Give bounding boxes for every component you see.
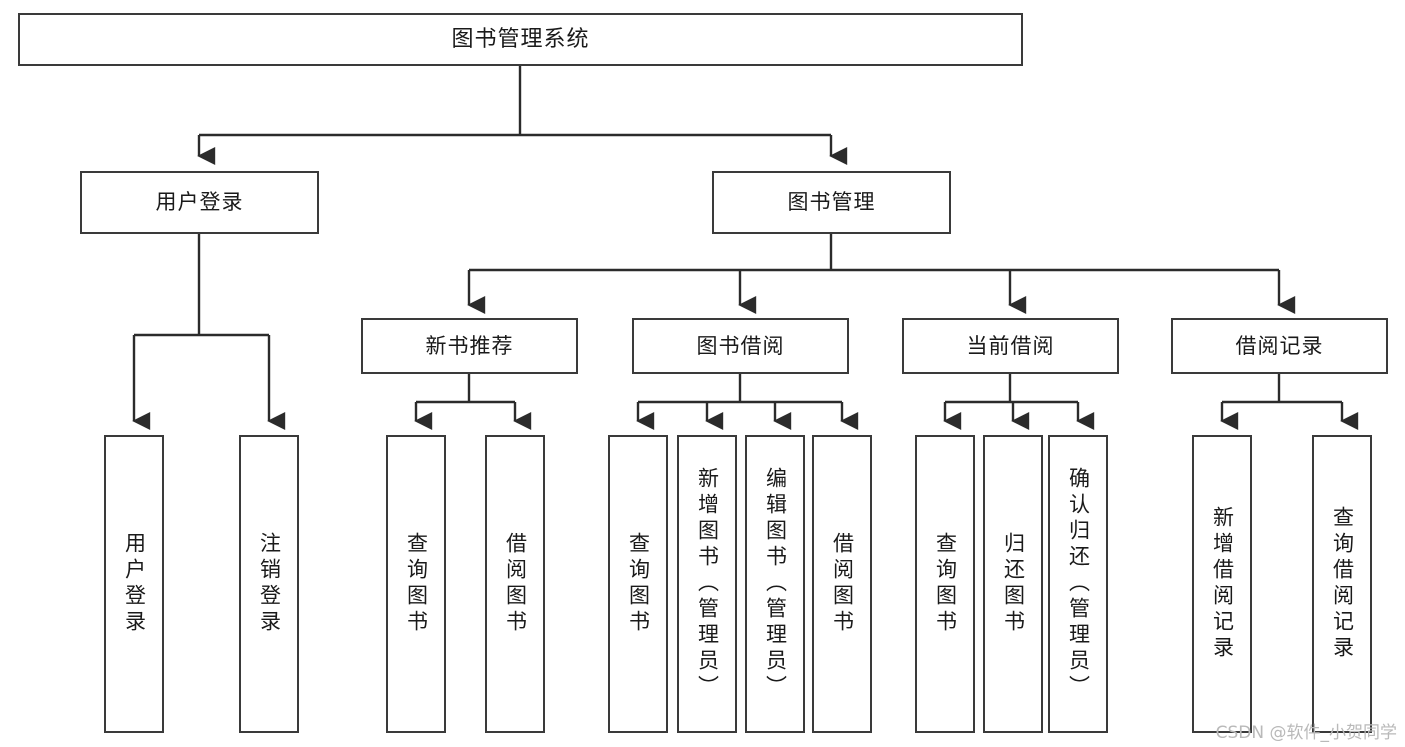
node-borrow-record[interactable]: 借阅记录 [1171,318,1388,374]
leaf-current-query-book[interactable]: 查询图书 [915,435,975,733]
node-label: 图书管理系统 [451,26,590,52]
node-label: 新书推荐 [425,333,514,358]
node-label: 图书管理 [787,190,876,215]
node-label: 查询图书 [933,532,958,636]
leaf-user-login-logout[interactable]: 注销登录 [239,435,299,733]
node-user-login[interactable]: 用户登录 [80,171,319,234]
node-label: 用户登录 [155,190,244,215]
node-new-book-recommend[interactable]: 新书推荐 [361,318,578,374]
leaf-borrow-borrow-book[interactable]: 借阅图书 [812,435,872,733]
leaf-new-book-borrow[interactable]: 借阅图书 [485,435,545,733]
leaf-current-confirm-return[interactable]: 确认归还（管理员） [1048,435,1108,733]
leaf-borrow-query-book[interactable]: 查询图书 [608,435,668,733]
node-label: 查询图书 [404,532,429,636]
node-label: 图书借阅 [696,333,785,358]
node-label: 注销登录 [257,532,282,636]
node-label: 新增借阅记录 [1210,506,1235,662]
node-label: 当前借阅 [966,333,1055,358]
node-root-system[interactable]: 图书管理系统 [18,13,1023,66]
node-label: 新增图书（管理员） [695,467,720,701]
leaf-borrow-add-book[interactable]: 新增图书（管理员） [677,435,737,733]
leaf-new-book-query[interactable]: 查询图书 [386,435,446,733]
node-label: 归还图书 [1001,532,1026,636]
node-book-borrow[interactable]: 图书借阅 [632,318,849,374]
leaf-record-query[interactable]: 查询借阅记录 [1312,435,1372,733]
node-label: 查询图书 [626,532,651,636]
leaf-borrow-edit-book[interactable]: 编辑图书（管理员） [745,435,805,733]
node-label: 借阅图书 [830,532,855,636]
node-label: 编辑图书（管理员） [763,467,788,701]
node-label: 借阅图书 [503,532,528,636]
leaf-user-login-login[interactable]: 用户登录 [104,435,164,733]
node-label: 查询借阅记录 [1330,506,1355,662]
node-label: 用户登录 [122,532,147,636]
leaf-record-add[interactable]: 新增借阅记录 [1192,435,1252,733]
leaf-current-return-book[interactable]: 归还图书 [983,435,1043,733]
node-current-borrow[interactable]: 当前借阅 [902,318,1119,374]
node-label: 确认归还（管理员） [1066,467,1091,701]
node-book-management[interactable]: 图书管理 [712,171,951,234]
node-label: 借阅记录 [1235,333,1324,358]
